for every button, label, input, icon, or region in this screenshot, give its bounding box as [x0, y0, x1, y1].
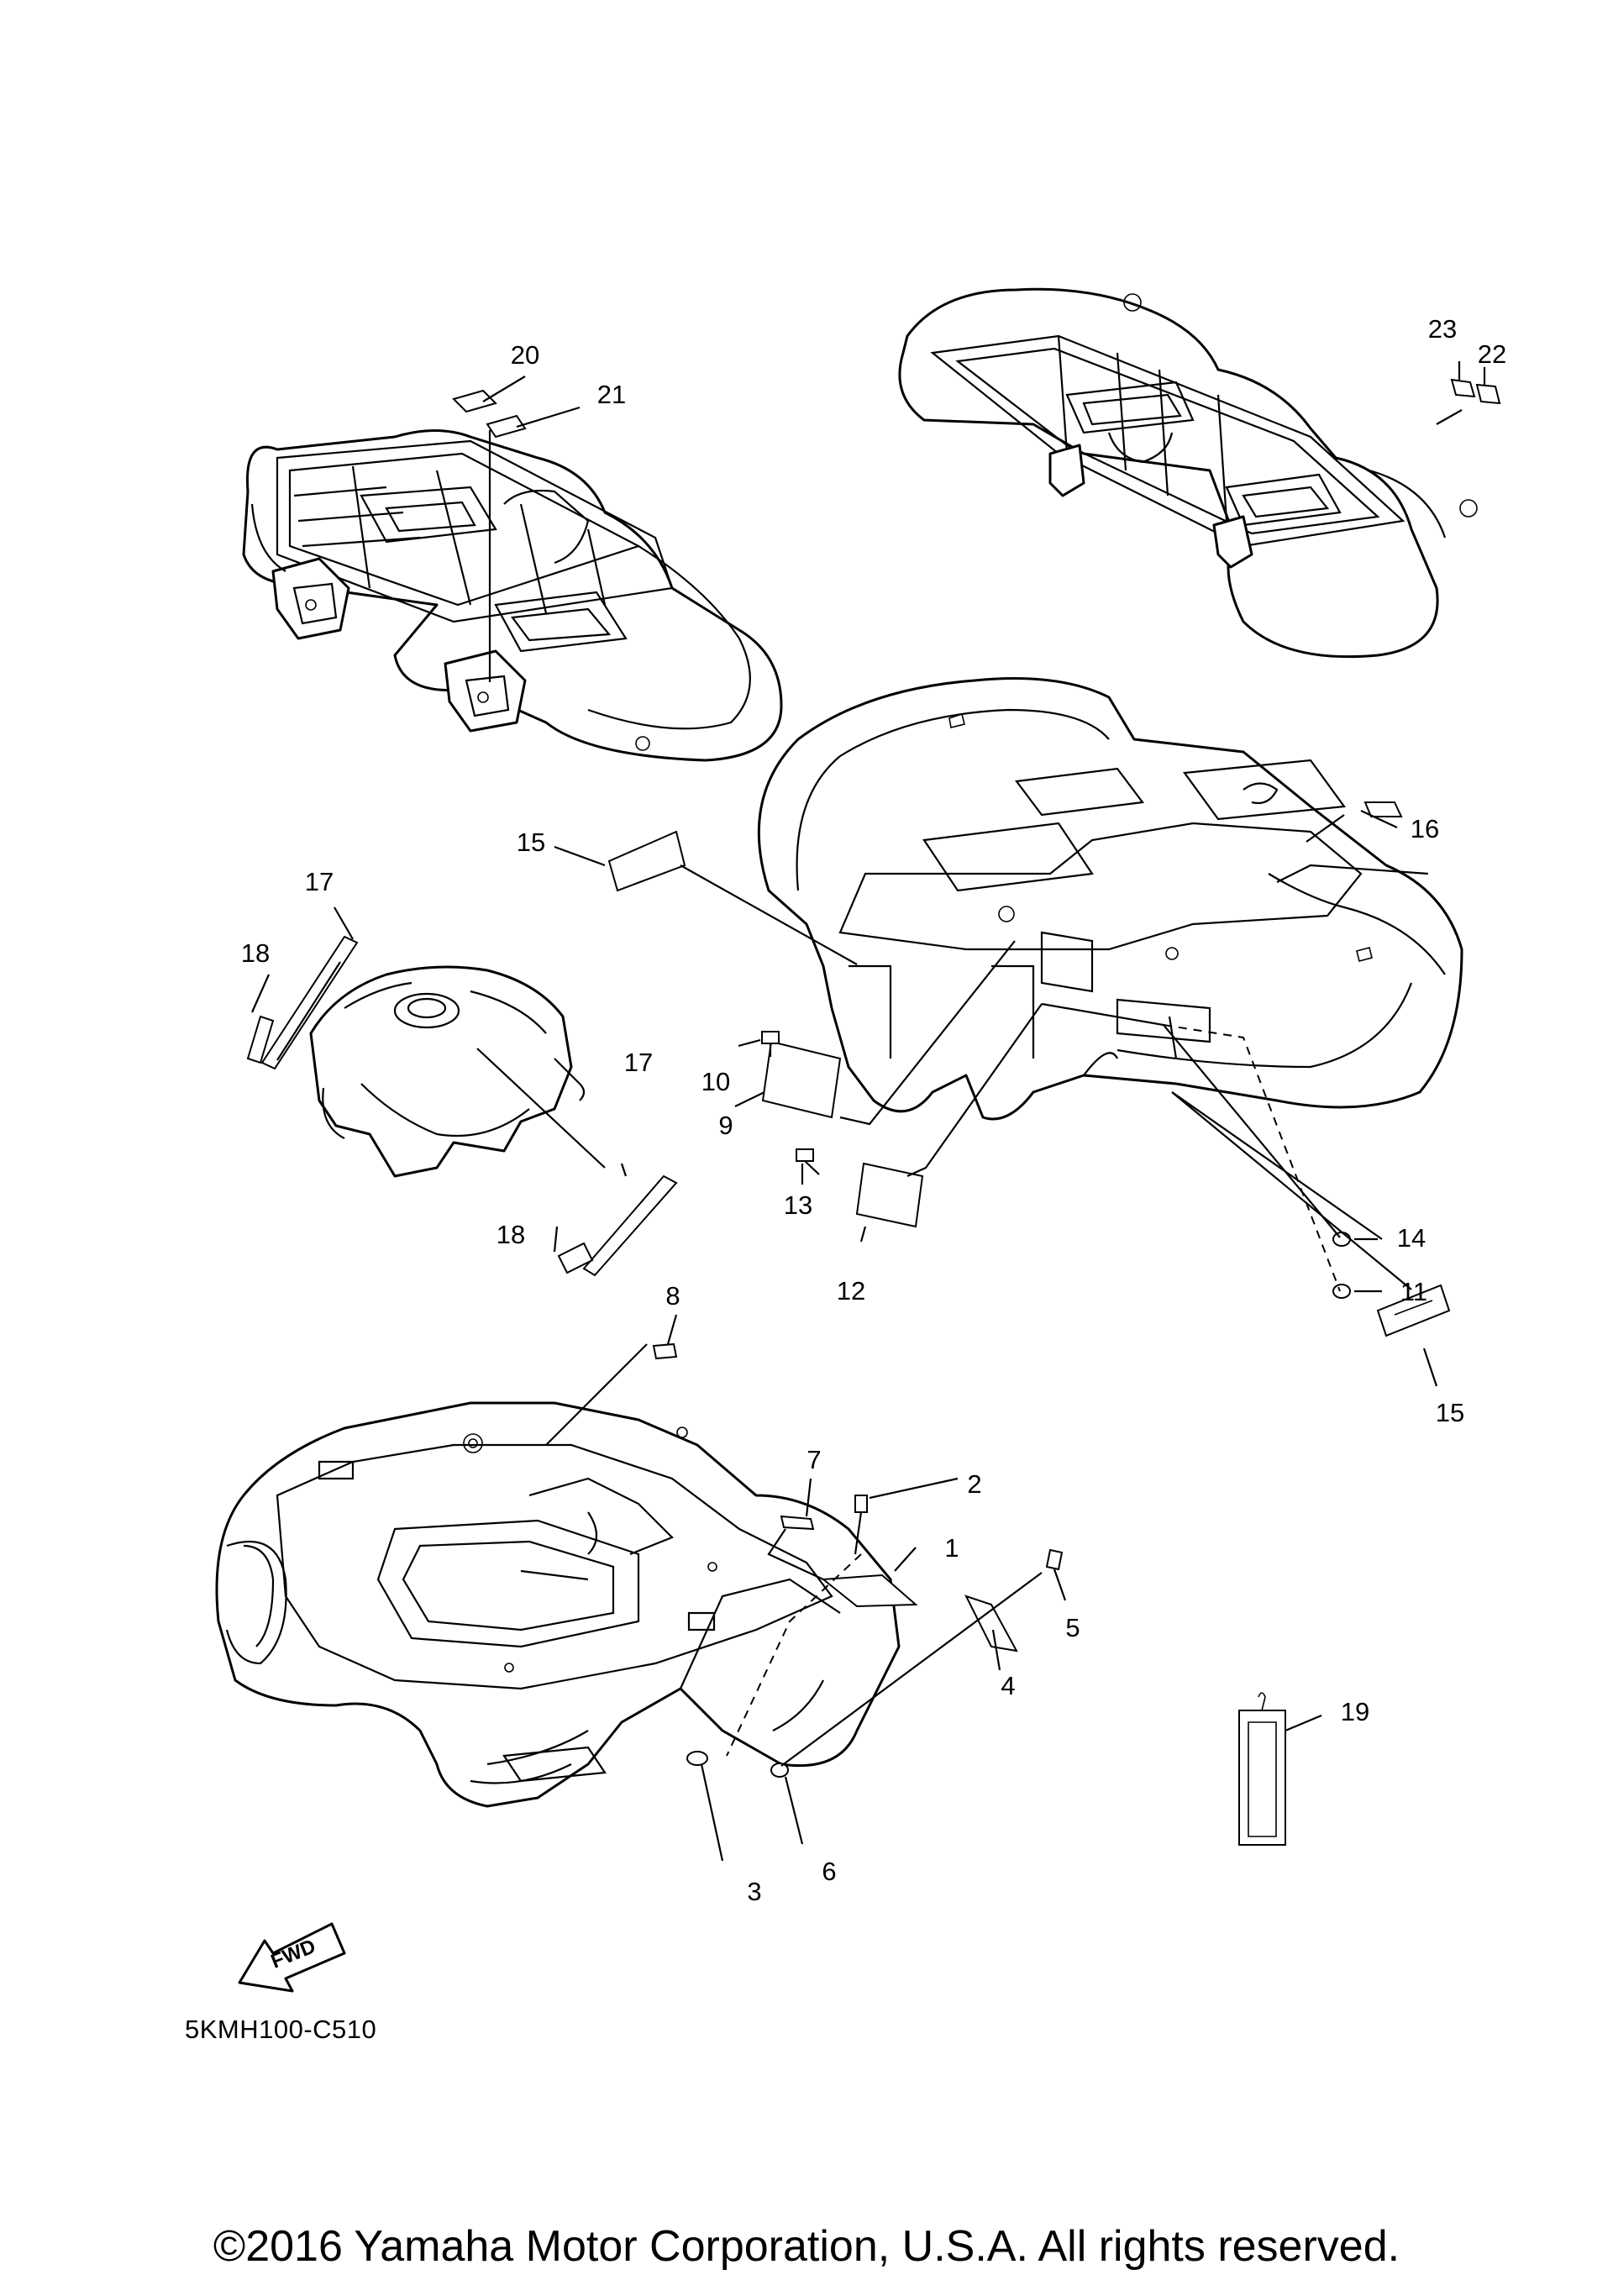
callout-5: 5 — [1065, 1613, 1080, 1642]
callout-20: 20 — [511, 340, 539, 370]
callout-15: 15 — [517, 828, 545, 857]
callout-10: 10 — [701, 1067, 730, 1096]
callout-17: 17 — [624, 1048, 653, 1077]
callout-16: 16 — [1411, 814, 1439, 843]
callout-15: 15 — [1436, 1398, 1464, 1427]
callout-13: 13 — [784, 1190, 812, 1220]
callout-18: 18 — [241, 938, 270, 968]
callout-12: 12 — [837, 1276, 865, 1306]
callout-17: 17 — [305, 867, 334, 896]
small-parts — [238, 378, 1501, 1993]
callout-7: 7 — [806, 1445, 821, 1474]
front-carrier — [242, 429, 783, 762]
callout-2: 2 — [967, 1469, 981, 1499]
leader-lines — [250, 361, 1486, 1862]
callout-9: 9 — [718, 1111, 733, 1140]
diagram-code: 5KMH100-C510 — [185, 2015, 377, 2044]
callout-8: 8 — [665, 1281, 680, 1311]
rear-fender — [757, 677, 1463, 1121]
rear-carrier — [898, 287, 1478, 659]
copyright-notice: ©2016 Yamaha Motor Corporation, U.S.A. A… — [213, 2222, 1400, 2271]
front-fender — [215, 1401, 901, 1808]
callout-3: 3 — [747, 1877, 761, 1906]
callout-21: 21 — [597, 380, 626, 409]
callout-14: 14 — [1397, 1223, 1426, 1253]
callouts: 20 21 23 22 15 16 17 18 17 18 10 9 13 12… — [241, 314, 1506, 1973]
callout-1: 1 — [944, 1533, 959, 1563]
callout-18: 18 — [497, 1220, 525, 1249]
callout-4: 4 — [1001, 1671, 1015, 1700]
callout-23: 23 — [1428, 314, 1457, 344]
callout-6: 6 — [822, 1857, 836, 1886]
callout-22: 22 — [1478, 339, 1506, 369]
callout-11: 11 — [1400, 1277, 1427, 1306]
callout-19: 19 — [1341, 1697, 1369, 1726]
tank-cover — [309, 965, 586, 1178]
